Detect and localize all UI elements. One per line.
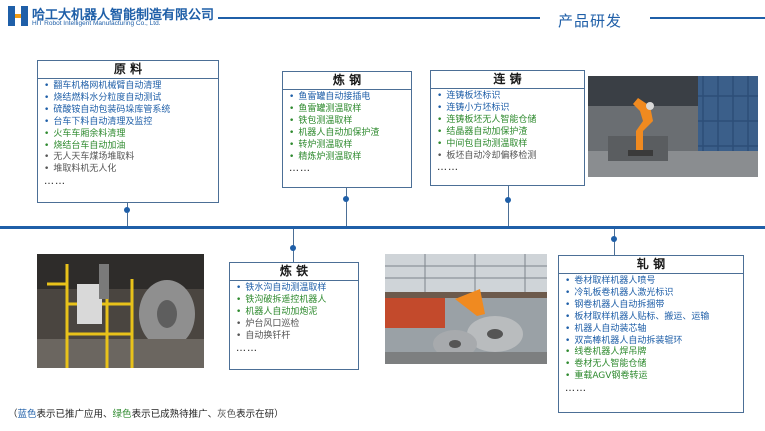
timeline-node xyxy=(124,207,130,213)
process-item: 机器人自动加保护渣 xyxy=(289,128,411,140)
header-divider-left xyxy=(218,17,540,19)
more-indicator: …… xyxy=(44,176,66,188)
process-item: 重载AGV钢卷转运 xyxy=(565,371,743,383)
process-list: 卷材取样机器人喷号冷轧板卷机器人激光标识钢卷机器人自动拆捆带板材取样机器人贴标、… xyxy=(559,276,743,383)
card-raw-material: 原 料 翻车机格网机械臂自动清理烧结燃料水分粒度自动测试硫酸铵自动包装码垛库管系… xyxy=(37,60,219,203)
connector-line xyxy=(346,188,347,226)
process-item: 连铸板坯标识 xyxy=(437,91,584,103)
process-item: 烧结台车自动加油 xyxy=(44,141,218,153)
legend-blue-label: 蓝色 xyxy=(17,409,37,420)
process-item: 板坯自动冷却偏移检测 xyxy=(437,151,584,163)
card-casting: 连 铸 连铸板坯标识连铸小方坯标识连铸板坯无人智能仓储结晶器自动加保护渣中间包自… xyxy=(430,70,585,186)
process-item: 连铸小方坯标识 xyxy=(437,103,584,115)
card-title: 轧 钢 xyxy=(559,256,743,274)
process-item: 机器人自动加炮泥 xyxy=(236,307,358,319)
process-list: 连铸板坯标识连铸小方坯标识连铸板坯无人智能仓储结晶器自动加保护渣中间包自动测温取… xyxy=(431,91,584,162)
connector-line xyxy=(127,213,128,226)
header-divider-right xyxy=(650,17,765,19)
process-item: 冷轧板卷机器人激光标识 xyxy=(565,288,743,300)
process-item: 硫酸铵自动包装码垛库管系统 xyxy=(44,105,218,117)
legend-gray-desc: 表示在研） xyxy=(236,409,284,420)
process-item: 中间包自动测温取样 xyxy=(437,139,584,151)
process-item: 结晶器自动加保护渣 xyxy=(437,127,584,139)
process-item: 炉台风口巡检 xyxy=(236,319,358,331)
card-steelmaking: 炼 钢 鱼雷罐自动接插电鱼雷罐测温取样铁包测温取样机器人自动加保护渣转炉测温取样… xyxy=(282,71,412,188)
legend-footnote: （蓝色表示已推广应用、绿色表示已成熟待推广、灰色表示在研） xyxy=(8,406,284,420)
process-item: 台车下料自动清理及监控 xyxy=(44,117,218,129)
process-item: 钢卷机器人自动拆捆带 xyxy=(565,300,743,312)
company-name-cn: 哈工大机器人智能制造有限公司 xyxy=(32,8,215,23)
process-item: 铁沟破拆遥控机器人 xyxy=(236,295,358,307)
card-rolling: 轧 钢 卷材取样机器人喷号冷轧板卷机器人激光标识钢卷机器人自动拆捆带板材取样机器… xyxy=(558,255,744,413)
photo-casting-robot xyxy=(588,76,758,177)
process-item: 堆取料机无人化 xyxy=(44,164,218,176)
timeline-node xyxy=(290,245,296,251)
process-item: 精炼炉测温取样 xyxy=(289,152,411,164)
process-list: 铁水沟自动测温取样铁沟破拆遥控机器人机器人自动加炮泥炉台风口巡检自动换钎杆 xyxy=(230,283,358,343)
process-item: 鱼雷罐自动接插电 xyxy=(289,92,411,104)
card-title: 连 铸 xyxy=(431,71,584,89)
card-title: 炼 钢 xyxy=(283,72,411,90)
process-item: 烧结燃料水分粒度自动测试 xyxy=(44,93,218,105)
connector-line xyxy=(508,186,509,226)
more-indicator: …… xyxy=(289,163,311,175)
process-list: 翻车机格网机械臂自动清理烧结燃料水分粒度自动测试硫酸铵自动包装码垛库管系统台车下… xyxy=(38,81,218,176)
process-item: 自动换钎杆 xyxy=(236,331,358,343)
process-item: 双高棒机器人自动拆装辊环 xyxy=(565,336,743,348)
process-item: 无人天车煤场堆取料 xyxy=(44,152,218,164)
process-item: 转炉测温取样 xyxy=(289,140,411,152)
legend-blue-desc: 表示已推广应用、 xyxy=(36,409,113,420)
process-item: 火车车厢余料清理 xyxy=(44,129,218,141)
timeline-node xyxy=(611,236,617,242)
process-item: 翻车机格网机械臂自动清理 xyxy=(44,81,218,93)
photo-rolling-robot xyxy=(37,254,204,368)
process-item: 板材取样机器人贴标、搬运、运输 xyxy=(565,312,743,324)
footnote-open: （ xyxy=(8,409,18,420)
more-indicator: …… xyxy=(236,342,258,354)
process-item: 鱼雷罐测温取样 xyxy=(289,104,411,116)
photo-coil-warehouse xyxy=(385,254,547,364)
page-title: 产品研发 xyxy=(558,12,623,30)
timeline-bar xyxy=(0,226,765,229)
connector-line xyxy=(614,229,615,255)
legend-green-desc: 表示已成熟待推广、 xyxy=(131,409,218,420)
process-item: 铁水沟自动测温取样 xyxy=(236,283,358,295)
legend-gray-label: 灰色 xyxy=(217,409,237,420)
process-item: 机器人自动装芯轴 xyxy=(565,324,743,336)
process-item: 铁包测温取样 xyxy=(289,116,411,128)
process-list: 鱼雷罐自动接插电鱼雷罐测温取样铁包测温取样机器人自动加保护渣转炉测温取样精炼炉测… xyxy=(283,92,411,163)
more-indicator: …… xyxy=(437,162,459,174)
card-ironmaking: 炼 铁 铁水沟自动测温取样铁沟破拆遥控机器人机器人自动加炮泥炉台风口巡检自动换钎… xyxy=(229,262,359,370)
more-indicator: …… xyxy=(565,383,587,395)
card-title: 炼 铁 xyxy=(230,263,358,281)
process-item: 线卷机器人焊吊牌 xyxy=(565,347,743,359)
timeline-node xyxy=(505,197,511,203)
process-item: 卷材无人智能仓储 xyxy=(565,359,743,371)
card-title: 原 料 xyxy=(38,61,218,79)
process-item: 连铸板坯无人智能仓储 xyxy=(437,115,584,127)
legend-green-label: 绿色 xyxy=(112,409,132,420)
company-name-en: HIT Robot Intelligent Manufacturing Co.,… xyxy=(32,20,161,27)
company-logo-icon xyxy=(8,6,28,26)
process-item: 卷材取样机器人喷号 xyxy=(565,276,743,288)
timeline-node xyxy=(343,196,349,202)
